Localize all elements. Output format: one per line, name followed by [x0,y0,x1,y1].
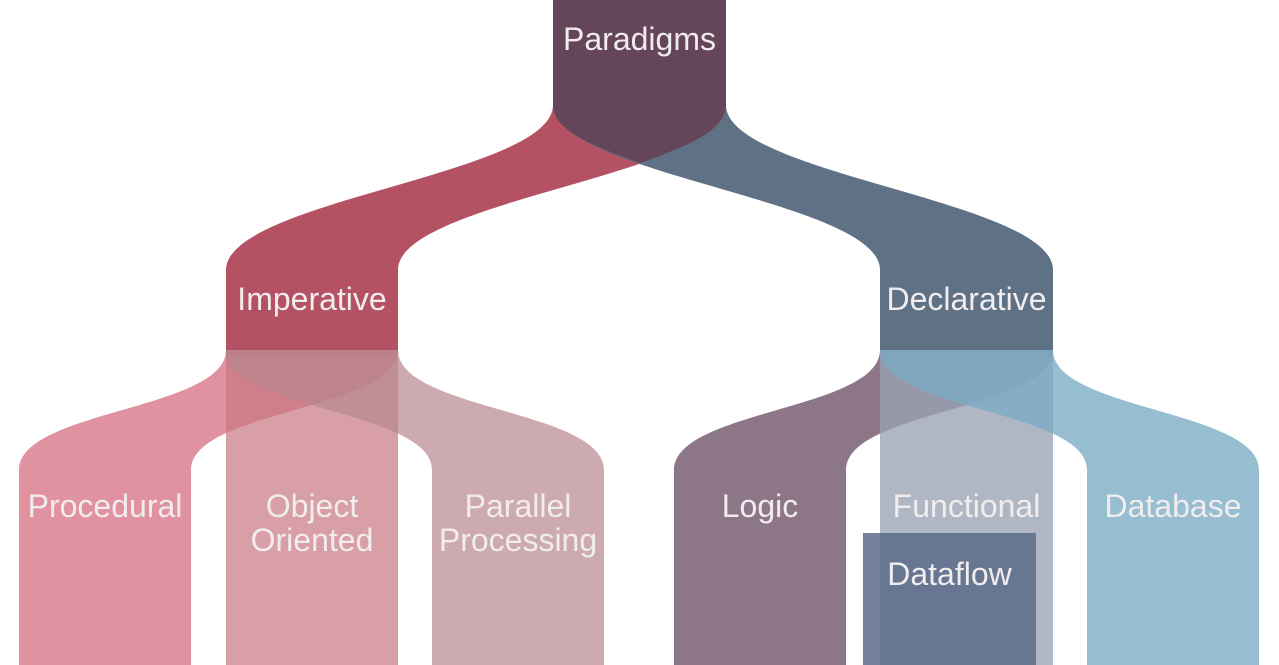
node-label-database: Database [1104,488,1242,524]
node-label-logic: Logic [721,488,799,524]
link-declarative-logic [674,350,1053,665]
node-label-imperative: Imperative [237,281,387,317]
node-label-dataflow: Dataflow [887,556,1012,592]
node-label-parallel-processing: Parallel Processing [432,489,604,557]
node-label-parallel-line1: Parallel [464,488,572,524]
root-overlap [553,0,726,163]
node-label-object-oriented: Object Oriented [226,489,398,557]
link-imperative-parallel [226,350,604,665]
node-label-declarative: Declarative [886,281,1047,317]
link-declarative-database [880,350,1259,665]
link-imperative-procedural [19,350,398,665]
link-paradigms-declarative [553,105,1053,355]
node-label-parallel-line2: Processing [438,522,598,558]
node-dataflow-box [863,533,1036,665]
link-paradigms-imperative [226,105,726,355]
node-label-paradigms: Paradigms [563,21,716,57]
node-label-object-oriented-line2: Oriented [250,522,374,558]
node-label-functional: Functional [892,488,1041,524]
node-label-procedural: Procedural [27,488,183,524]
node-label-object-oriented-line1: Object [265,488,359,524]
